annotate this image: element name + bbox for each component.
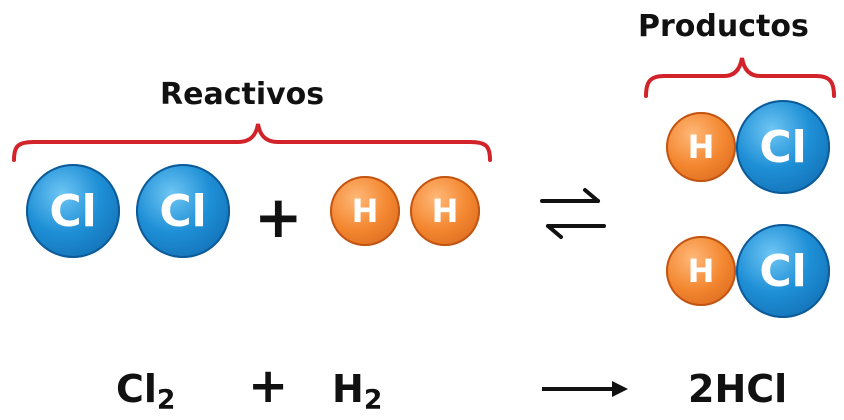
products-bracket (644, 57, 836, 98)
hydrogen-atom: H (666, 112, 736, 182)
reaction-arrow-icon (542, 381, 628, 397)
equation-cl-symbol: Cl (116, 367, 157, 411)
chlorine-atom: Cl (26, 164, 120, 258)
equation-cl-subscript: 2 (156, 384, 176, 416)
hydrogen-atom: H (666, 236, 736, 306)
equilibrium-arrows-icon (540, 188, 606, 239)
equation-cl2: Cl2 (116, 370, 175, 414)
hydrogen-atom: H (410, 176, 480, 246)
equation-h-subscript: 2 (363, 384, 383, 416)
equation-h2: H2 (332, 370, 382, 414)
plus-sign: + (254, 183, 303, 251)
equation-product: 2HCl (688, 367, 788, 411)
reactants-label: Reactivos (160, 77, 325, 112)
products-label: Productos (638, 9, 809, 44)
equation-h-symbol: H (332, 367, 364, 411)
reactants-bracket (12, 123, 492, 162)
hydrogen-atom: H (330, 176, 400, 246)
chlorine-atom: Cl (136, 164, 230, 258)
equation-plus: + (248, 358, 289, 414)
chlorine-atom: Cl (736, 100, 830, 194)
chlorine-atom: Cl (736, 224, 830, 318)
